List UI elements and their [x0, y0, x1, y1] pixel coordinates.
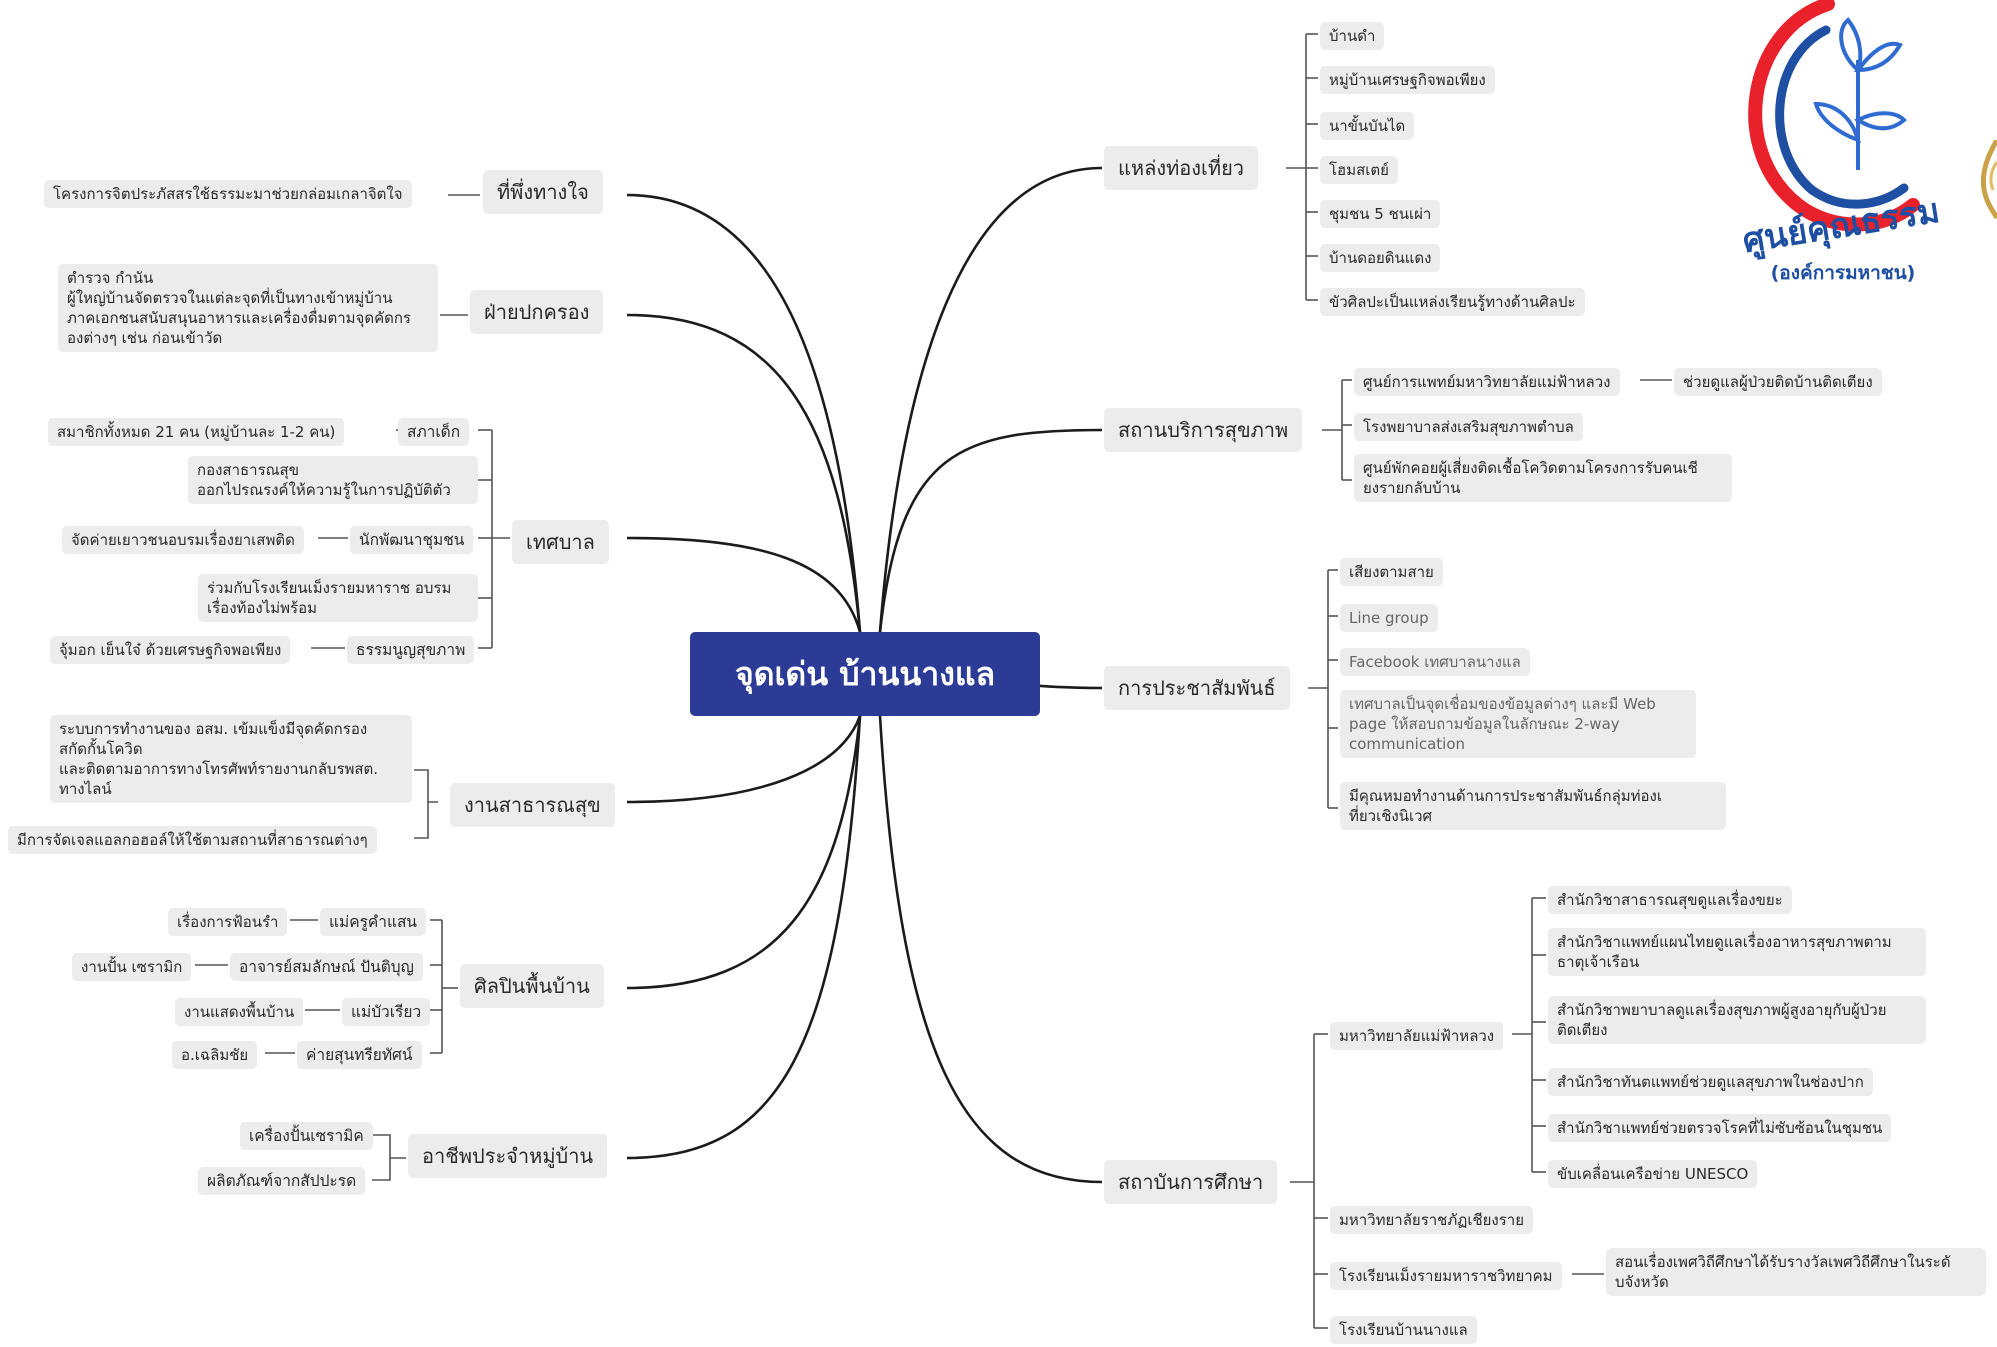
municipality-leaf[interactable]: ร่วมกับโรงเรียนเม็งรายมหาราช อบรม เรื่อง… — [198, 574, 478, 622]
pr-item[interactable]: เสียงตามสาย — [1340, 558, 1443, 586]
public-health-item[interactable]: ระบบการทำงานของ อสม. เข้มแข็งมีจุดคัดกรอ… — [50, 715, 412, 803]
artist-work[interactable]: อ.เฉลิมชัย — [172, 1041, 258, 1069]
topic-public-health[interactable]: งานสาธารณสุข — [450, 783, 615, 827]
mfu-unit[interactable]: สำนักวิชาทันตแพทย์ช่วยดูแลสุขภาพในช่องปา… — [1548, 1068, 1873, 1096]
artist[interactable]: แม่ครูคำแสน — [320, 908, 427, 936]
logo-emblem-icon — [1748, 0, 1920, 232]
artist[interactable]: แม่บัวเรียว — [342, 998, 431, 1026]
education-institution[interactable]: มหาวิทยาลัยราชภัฏเชียงราย — [1330, 1206, 1534, 1234]
tourism-item[interactable]: ชุมชน 5 ชนเผ่า — [1320, 200, 1441, 228]
admin-item[interactable]: ตำรวจ กำนัน ผู้ใหญ่บ้านจัดตรวจในแต่ละจุด… — [58, 264, 438, 352]
public-health-item[interactable]: มีการจัดเจลแอลกอฮอล์ให้ใช้ตามสถานที่สาธา… — [8, 826, 377, 854]
mfu-unit[interactable]: สำนักวิชาแพทย์ช่วยตรวจโรคที่ไม่ซับซ้อนใน… — [1548, 1114, 1892, 1142]
municipality-child-children-council[interactable]: สภาเด็ก — [398, 418, 470, 446]
topic-tourist-attractions[interactable]: แหล่งท่องเที่ยว — [1104, 146, 1259, 190]
artist[interactable]: ค่ายสุนทรียทัศน์ — [297, 1041, 422, 1069]
artist-work[interactable]: เรื่องการฟ้อนรำ — [168, 908, 288, 936]
topic-admin[interactable]: ฝ่ายปกครอง — [470, 290, 604, 334]
artist[interactable]: อาจารย์สมลักษณ์ ปันติบุญ — [230, 953, 423, 981]
mfu-unit[interactable]: สำนักวิชาแพทย์แผนไทยดูแลเรื่องอาหารสุขภา… — [1548, 928, 1926, 976]
tourism-item[interactable]: บ้านดอยดินแดง — [1320, 244, 1441, 272]
municipality-leaf[interactable]: จุ้มอก เย็นใจ๋ ด้วยเศรษฐกิจพอเพียง — [50, 636, 291, 664]
tourism-item[interactable]: นาขั้นบันได — [1320, 112, 1415, 140]
school-detail[interactable]: สอนเรื่องเพศวิถีศึกษาได้รับรางวัลเพศวิถี… — [1606, 1248, 1986, 1296]
education-institution[interactable]: โรงเรียนเม็งรายมหาราชวิทยาคม — [1330, 1262, 1562, 1290]
logo-subtitle: (องค์การมหาชน) — [1770, 262, 1916, 284]
municipality-leaf[interactable]: สมาชิกทั้งหมด 21 คน (หมู่บ้านละ 1-2 คน) — [48, 418, 345, 446]
artist-work[interactable]: งานปั้น เซรามิก — [72, 953, 192, 981]
municipality-child-community-developer[interactable]: นักพัฒนาชุมชน — [350, 526, 474, 554]
occupation-item[interactable]: ผลิตภัณฑ์จากสัปปะรด — [198, 1167, 366, 1195]
topic-public-relations[interactable]: การประชาสัมพันธ์ — [1104, 666, 1290, 710]
municipality-child-health-charter[interactable]: ธรรมนูญสุขภาพ — [347, 636, 475, 664]
central-topic[interactable]: จุดเด่น บ้านนางแล — [690, 632, 1040, 716]
education-institution[interactable]: โรงเรียนบ้านนางแล — [1330, 1316, 1477, 1344]
mfu-unit[interactable]: ขับเคลื่อนเครือข่าย UNESCO — [1548, 1160, 1758, 1188]
pr-item[interactable]: Facebook เทศบาลนางแล — [1340, 648, 1530, 676]
mfu-unit[interactable]: สำนักวิชาพยาบาลดูแลเรื่องสุขภาพผู้สูงอาย… — [1548, 996, 1926, 1044]
health-item[interactable]: โรงพยาบาลส่งเสริมสุขภาพตำบล — [1354, 413, 1583, 441]
municipality-leaf[interactable]: จัดค่ายเยาวชนอบรมเรื่องยาเสพติด — [62, 526, 304, 554]
refuge-item[interactable]: โครงการจิตประภัสสรใช้ธรรมะมาช่วยกล่อมเกล… — [44, 180, 412, 208]
topic-municipality[interactable]: เทศบาล — [512, 520, 609, 564]
moral-center-logo: ศูนย์คุณธรรม (องค์การมหาชน) — [1708, 0, 1958, 292]
tourism-item[interactable]: ขัวศิลปะเป็นแหล่งเรียนรู้ทางด้านศิลปะ — [1320, 288, 1585, 316]
tourism-item[interactable]: โฮมสเตย์ — [1320, 156, 1398, 184]
topic-refuge[interactable]: ที่พึ่งทางใจ — [483, 170, 603, 214]
topic-folk-artists[interactable]: ศิลปินพื้นบ้าน — [460, 964, 604, 1008]
health-item[interactable]: ศูนย์พักคอยผู้เสี่ยงติดเชื้อโควิดตามโครง… — [1354, 454, 1732, 502]
health-subitem[interactable]: ช่วยดูแลผู้ป่วยติดบ้านติดเตียง — [1674, 368, 1882, 396]
pr-item[interactable]: Line group — [1340, 604, 1438, 632]
artist-work[interactable]: งานแสดงพื้นบ้าน — [175, 998, 304, 1026]
topic-education[interactable]: สถาบันการศึกษา — [1104, 1160, 1278, 1204]
topic-health-services[interactable]: สถานบริการสุขภาพ — [1104, 408, 1303, 452]
pr-item[interactable]: เทศบาลเป็นจุดเชื่อมของข้อมูลต่างๆ และมี … — [1340, 690, 1696, 758]
tourism-item[interactable]: บ้านดำ — [1320, 22, 1385, 50]
topic-village-occupation[interactable]: อาชีพประจำหมู่บ้าน — [408, 1134, 608, 1178]
health-item[interactable]: ศูนย์การแพทย์มหาวิทยาลัยแม่ฟ้าหลวง — [1354, 368, 1620, 396]
education-institution[interactable]: มหาวิทยาลัยแม่ฟ้าหลวง — [1330, 1022, 1504, 1050]
occupation-item[interactable]: เครื่องปั้นเซรามิค — [240, 1122, 373, 1150]
pr-item[interactable]: มีคุณหมอทำงานด้านการประชาสัมพันธ์กลุ่มท่… — [1340, 782, 1726, 830]
mfu-unit[interactable]: สำนักวิชาสาธารณสุขดูแลเรื่องขยะ — [1548, 886, 1792, 914]
tourism-item[interactable]: หมู่บ้านเศรษฐกิจพอเพียง — [1320, 66, 1495, 94]
municipality-leaf[interactable]: กองสาธารณสุข ออกไปรณรงค์ให้ความรู้ในการป… — [188, 456, 478, 504]
gold-emblem-fragment-icon — [1975, 138, 1997, 220]
